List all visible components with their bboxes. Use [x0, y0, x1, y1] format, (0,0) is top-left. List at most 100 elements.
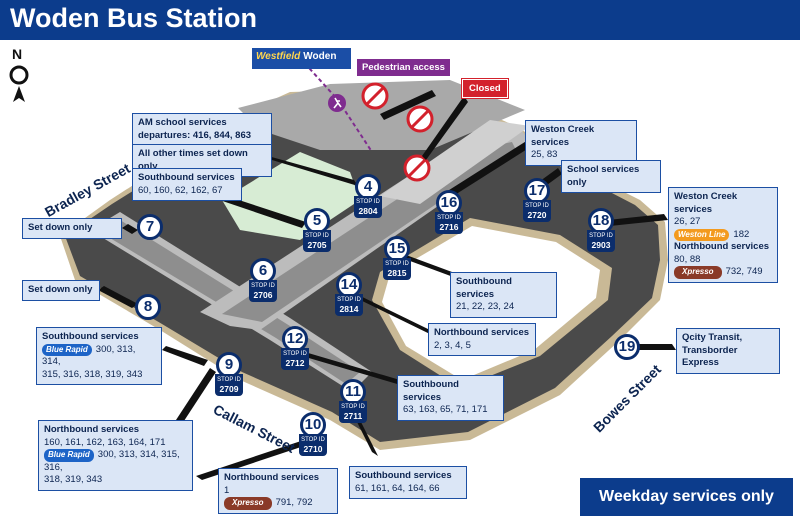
- info-heading: Northbound services: [224, 472, 320, 483]
- info-stop14-northbound: Northbound services 2, 3, 4, 5: [428, 323, 536, 356]
- info-set-down-8: Set down only: [22, 280, 100, 301]
- info-line: 1: [224, 484, 230, 496]
- info-stop12-southbound: Southbound services 63, 163, 65, 71, 171: [397, 375, 504, 421]
- blue-rapid-badge: Blue Rapid: [44, 449, 94, 462]
- info-heading: Southbound services: [456, 276, 512, 300]
- info-heading: AM school services: [138, 117, 227, 128]
- weekday-services-note: Weekday services only: [580, 478, 793, 516]
- westfield-logo: Westfield: [256, 51, 301, 62]
- info-stop11-southbound: Southbound services 61, 161, 64, 164, 66: [349, 466, 467, 499]
- info-line: 60, 160, 62, 162, 67: [138, 184, 223, 196]
- xpresso-badge: Xpresso: [224, 497, 272, 510]
- xpresso-badge: Xpresso: [674, 266, 722, 279]
- pedestrian-figure: [333, 97, 342, 109]
- info-weston-creek-16: Weston Creek services 25, 83: [525, 120, 637, 166]
- info-heading: Southbound services: [42, 331, 139, 342]
- info-line: 315, 316, 318, 319, 343: [42, 368, 143, 380]
- info-line: 160, 161, 162, 163, 164, 171: [44, 436, 166, 448]
- info-heading: Set down only: [28, 284, 93, 295]
- info-line: 21, 22, 23, 24: [456, 301, 515, 312]
- stop-number: 15: [384, 236, 410, 262]
- blue-rapid-badge: Blue Rapid: [42, 343, 92, 356]
- info-school-17: School services only: [561, 160, 661, 193]
- info-set-down-7: Set down only: [22, 218, 122, 239]
- title-bar: Woden Bus Station: [0, 0, 800, 40]
- info-line: 63, 163, 65, 71, 171: [403, 404, 488, 415]
- stop-number: 8: [135, 294, 161, 320]
- stop-number: 16: [436, 190, 462, 216]
- info-stop15-southbound: Southbound services 21, 22, 23, 24: [450, 272, 557, 318]
- info-heading: Weston Creek services: [674, 191, 738, 215]
- compass-arrow-icon: [9, 65, 29, 102]
- info-heading: All other times set down only: [138, 148, 248, 172]
- info-heading: School services only: [567, 164, 640, 188]
- info-heading: Southbound services: [355, 470, 452, 481]
- info-heading: Northbound services: [674, 241, 770, 252]
- info-stop5-southbound: Southbound services 60, 160, 62, 162, 67: [132, 168, 242, 201]
- walkway-north: [380, 120, 530, 204]
- closed-icon: [406, 105, 434, 133]
- closed-icon: [403, 154, 431, 182]
- stop-marker-19: 19: [610, 334, 644, 364]
- info-line: 26, 27: [674, 216, 701, 227]
- info-heading: Southbound services: [403, 379, 459, 403]
- info-stop10-northbound: Northbound services 160, 161, 162, 163, …: [38, 420, 193, 491]
- stop-number: 6: [250, 258, 276, 284]
- stop-number: 7: [137, 214, 163, 240]
- info-other-times: All other times set down only: [132, 144, 272, 177]
- info-heading: Northbound services: [44, 424, 140, 435]
- info-heading: Transborder Express: [682, 344, 738, 369]
- weston-line-badge: Weston Line: [674, 228, 730, 241]
- closed-icon: [361, 82, 389, 110]
- info-qcity-19: Qcity Transit, Transborder Express: [676, 328, 780, 374]
- info-heading: Set down only: [28, 222, 93, 233]
- info-line: 2, 3, 4, 5: [434, 339, 471, 351]
- info-heading: Qcity Transit,: [682, 332, 743, 343]
- info-line: 61, 161, 64, 164, 66: [355, 482, 440, 494]
- info-line: 80, 88: [674, 253, 701, 265]
- closed-label: Closed: [461, 78, 509, 99]
- leader-lines: [98, 90, 676, 480]
- page-title: Woden Bus Station: [10, 3, 257, 33]
- info-heading: Southbound services: [138, 172, 235, 183]
- stop-marker-8: 8: [131, 294, 165, 324]
- stop-marker-7: 7: [133, 214, 167, 244]
- stop-number: 19: [614, 334, 640, 360]
- compass-north-label: N: [12, 46, 23, 62]
- info-weston-creek-18: Weston Creek services 26, 27 Weston Line…: [668, 187, 778, 283]
- info-line: 318, 319, 343: [44, 474, 103, 485]
